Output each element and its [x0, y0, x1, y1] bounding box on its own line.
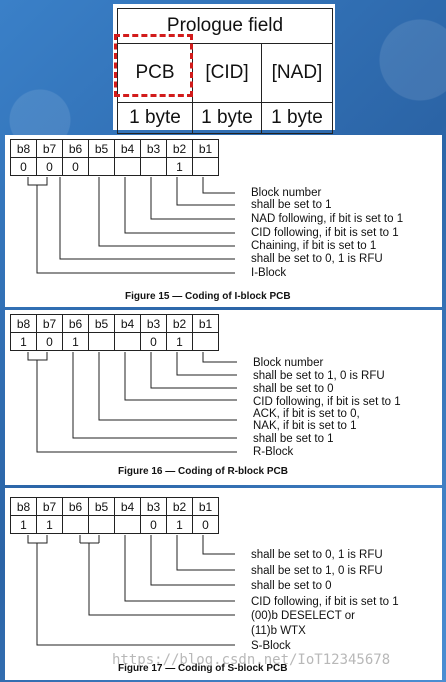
bit-header: b6	[62, 497, 89, 516]
bit-value	[192, 332, 219, 351]
bit-label: Chaining, if bit is set to 1	[251, 240, 377, 252]
bit-table: b8 b7 b6 b5 b4 b3 b2 b1 1 1 0 1 0	[10, 497, 219, 534]
bit-header: b2	[166, 139, 193, 158]
bit-label: ACK, if bit is set to 0,	[253, 408, 360, 420]
bit-value	[192, 157, 219, 176]
bit-header: b6	[62, 314, 89, 333]
bit-label: S-Block	[251, 640, 291, 652]
bit-label: (11)b WTX	[251, 625, 306, 637]
bit-label: Block number	[251, 187, 322, 199]
nad-cell: [NAD]	[261, 43, 333, 103]
figure-caption: Figure 16 — Coding of R-block PCB	[118, 466, 289, 477]
prologue-table: Prologue field PCB [CID] [NAD] 1 byte 1 …	[117, 8, 333, 134]
nad-size: 1 byte	[261, 102, 333, 134]
bit-label: NAK, if bit is set to 1	[253, 420, 357, 432]
bit-label: shall be set to 0	[251, 580, 332, 592]
bit-value: 0	[36, 332, 63, 351]
bit-label: shall be set to 1, 0 is RFU	[251, 565, 383, 577]
bit-label: (00)b DESELECT or	[251, 610, 355, 622]
bit-label: shall be set to 1	[253, 433, 334, 445]
figure-15-i-block: b8 b7 b6 b5 b4 b3 b2 b1 0 0 0 1	[5, 135, 442, 307]
bit-label: shall be set to 0, 1 is RFU	[251, 549, 383, 561]
bit-connector-lines	[27, 177, 235, 274]
bit-label: shall be set to 0	[253, 383, 334, 395]
bit-label: I-Block	[251, 267, 287, 279]
bit-value: 1	[166, 332, 193, 351]
bit-connector-lines	[27, 352, 237, 453]
pcb-highlight	[114, 34, 193, 97]
bit-label: shall be set to 0, 1 is RFU	[251, 253, 383, 265]
bit-value: 1	[62, 332, 89, 351]
bit-label: Block number	[253, 357, 324, 369]
bit-label: shall be set to 1, 0 is RFU	[253, 370, 385, 382]
bit-label: NAD following, if bit is set to 1	[251, 213, 404, 225]
bit-label: R-Block	[253, 446, 294, 458]
watermark: https://blog.csdn.net/IoT12345678	[112, 652, 391, 668]
bit-table: b8 b7 b6 b5 b4 b3 b2 b1 1 0 1 0 1	[10, 314, 219, 351]
prologue-field-panel: Prologue field PCB [CID] [NAD] 1 byte 1 …	[113, 4, 335, 134]
bit-header: b5	[88, 139, 115, 158]
bit-label: CID following, if bit is set to 1	[251, 227, 399, 239]
pcb-cell: PCB	[117, 43, 193, 103]
bit-label: CID following, if bit is set to 1	[253, 396, 401, 408]
figure-17-s-block: b8 b7 b6 b5 b4 b3 b2 b1 1 1 0 1 0	[5, 488, 442, 680]
bit-value: 0	[192, 515, 219, 534]
cid-cell: [CID]	[192, 43, 262, 103]
figure-caption: Figure 15 — Coding of I-block PCB	[125, 291, 291, 302]
bit-label: CID following, if bit is set to 1	[251, 596, 399, 608]
figure-caption: Figure 17 — Coding of S-block PCB	[118, 663, 288, 674]
cid-size: 1 byte	[192, 102, 262, 134]
bit-header: b8	[10, 139, 37, 158]
bit-table: b8 b7 b6 b5 b4 b3 b2 b1 0 0 0 1	[10, 139, 219, 176]
bit-header: b1	[192, 139, 219, 158]
prologue-title: Prologue field	[117, 8, 333, 44]
bit-label: shall be set to 1	[251, 199, 332, 211]
pcb-size: 1 byte	[117, 102, 193, 134]
figure-16-r-block: b8 b7 b6 b5 b4 b3 b2 b1 1 0 1 0 1	[5, 310, 442, 485]
bit-connector-lines	[27, 535, 235, 646]
